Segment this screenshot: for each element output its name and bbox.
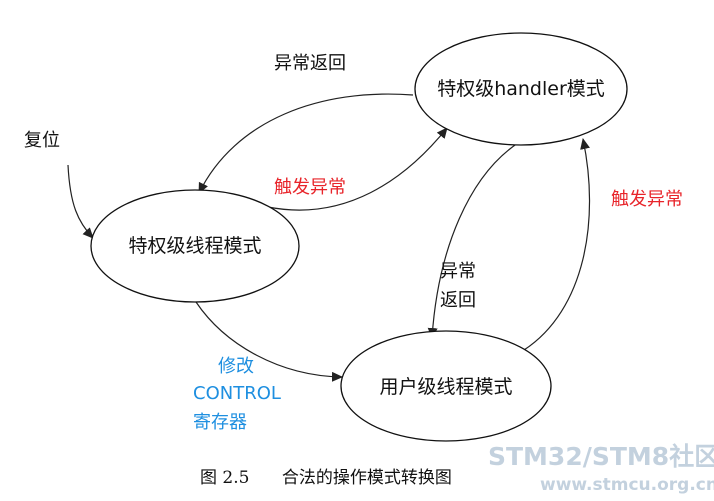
node-handler-mode-label: 特权级handler模式 [437, 78, 605, 100]
edge-reset-to-thread-priv [67, 164, 94, 239]
label-reset: 复位 [24, 130, 60, 151]
watermark-line-1: STM32/STM8社区 [488, 442, 714, 471]
node-thread-user-mode: 用户级线程模式 [340, 330, 552, 442]
label-trigger-exception-mid: 触发异常 [274, 177, 346, 198]
node-thread-user-mode-label: 用户级线程模式 [379, 376, 512, 398]
edge-thread-user-to-handler-trigger [523, 138, 591, 351]
figure-caption: 图 2.5 合法的操作模式转换图 [200, 468, 452, 488]
label-exception-return-top: 异常返回 [274, 53, 346, 74]
label-modify-2: CONTROL [193, 383, 281, 404]
node-thread-priv-mode: 特权级线程模式 [90, 189, 300, 303]
watermark-line-2: www.stmcu.org.cn [540, 475, 714, 495]
edge-handler-to-thread-user-return [427, 142, 519, 339]
edge-thread-priv-to-thread-user-modify [195, 301, 343, 382]
edge-thread-priv-to-handler-trigger [267, 127, 448, 211]
label-modify-3: 寄存器 [193, 412, 247, 433]
node-thread-priv-mode-label: 特权级线程模式 [128, 235, 261, 257]
label-modify-1: 修改 [218, 356, 254, 377]
label-trigger-exception-right: 触发异常 [611, 189, 683, 210]
label-exception-return-right-1: 异常 [440, 261, 476, 282]
edge-handler-to-thread-priv-return [198, 93, 414, 194]
label-exception-return-right-2: 返回 [440, 290, 476, 311]
node-handler-mode: 特权级handler模式 [414, 32, 628, 146]
